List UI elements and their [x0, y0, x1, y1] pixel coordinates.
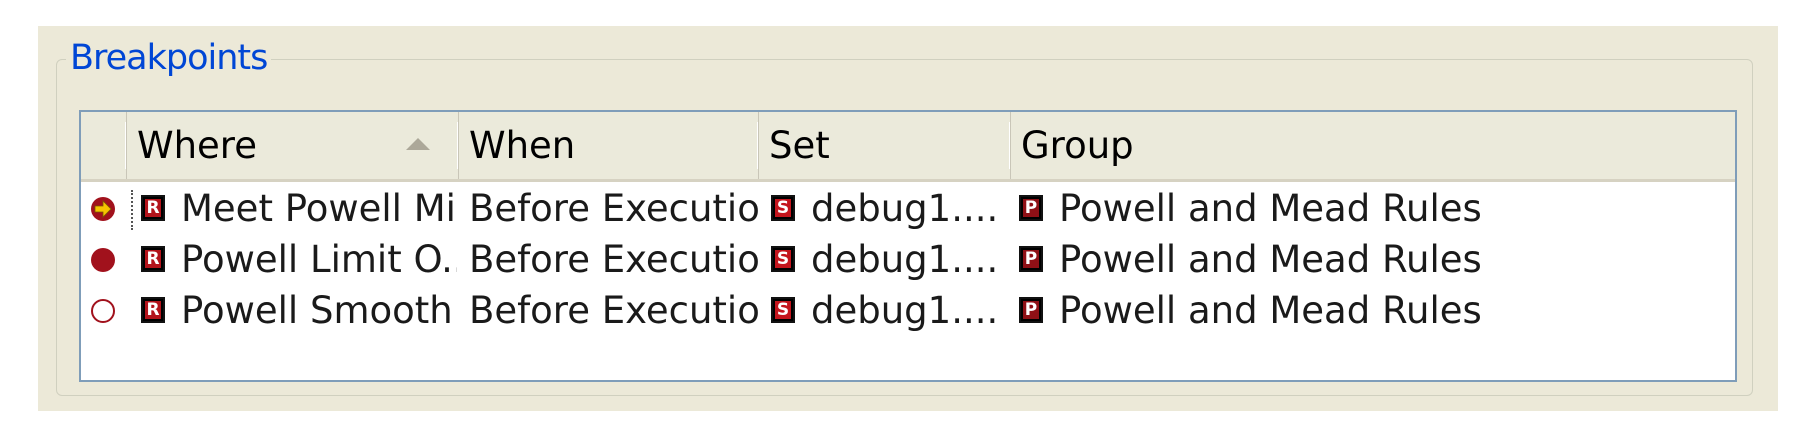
ruleset-icon: S	[771, 194, 795, 221]
set-text: debug1....	[811, 238, 999, 281]
group-text: Powell and Mead Rules	[1059, 187, 1482, 230]
where-cell: R Powell Smooth ...	[141, 286, 457, 336]
rule-icon: R	[141, 296, 165, 323]
column-header-set[interactable]: Set	[759, 112, 1011, 179]
when-cell: Before Execution	[469, 238, 759, 281]
package-icon: P	[1019, 296, 1043, 323]
where-text: Powell Limit O...	[181, 238, 457, 281]
where-cell: R Powell Limit O...	[141, 235, 457, 285]
breakpoints-group-box	[56, 59, 1753, 396]
ruleset-icon: S	[771, 296, 795, 323]
ruleset-icon: S	[771, 245, 795, 272]
where-text: Powell Smooth ...	[181, 289, 457, 332]
when-cell: Before Execution	[469, 289, 759, 332]
group-cell: P Powell and Mead Rules	[1019, 235, 1719, 285]
focus-indicator	[131, 190, 133, 230]
when-cell: Before Execution	[469, 187, 759, 230]
rule-icon: R	[141, 194, 165, 221]
column-header-when[interactable]: When	[459, 112, 759, 179]
group-text: Powell and Mead Rules	[1059, 289, 1482, 332]
breakpoint-enabled-icon[interactable]	[90, 247, 116, 273]
group-cell: P Powell and Mead Rules	[1019, 184, 1719, 234]
column-header-group-label: Group	[1021, 124, 1134, 167]
table-row[interactable]: R Meet Powell Mi... Before Execution Sdeb…	[81, 184, 1735, 234]
breakpoints-list[interactable]: Where When Set Group	[79, 110, 1737, 382]
list-header: Where When Set Group	[81, 112, 1735, 182]
rule-icon: R	[141, 245, 165, 272]
table-row[interactable]: R Powell Smooth ... Before Execution Sdeb…	[81, 286, 1735, 336]
package-icon: P	[1019, 245, 1043, 272]
breakpoint-current-icon[interactable]	[90, 196, 116, 222]
package-icon: P	[1019, 194, 1043, 221]
column-header-state[interactable]	[81, 112, 127, 179]
breakpoints-panel: Breakpoints Where When Set Group	[38, 26, 1778, 411]
column-header-set-label: Set	[769, 124, 830, 167]
breakpoint-disabled-icon[interactable]	[90, 298, 116, 324]
set-text: debug1....	[811, 187, 999, 230]
column-header-group[interactable]: Group	[1011, 112, 1809, 179]
column-header-where-label: Where	[137, 124, 257, 167]
group-text: Powell and Mead Rules	[1059, 238, 1482, 281]
sort-ascending-icon	[406, 138, 430, 150]
where-text: Meet Powell Mi...	[181, 187, 457, 230]
where-cell: R Meet Powell Mi...	[141, 184, 457, 234]
group-cell: P Powell and Mead Rules	[1019, 286, 1719, 336]
set-text: debug1....	[811, 289, 999, 332]
column-header-when-label: When	[469, 124, 576, 167]
breakpoints-group-title: Breakpoints	[66, 34, 272, 82]
column-header-where[interactable]: Where	[127, 112, 459, 179]
